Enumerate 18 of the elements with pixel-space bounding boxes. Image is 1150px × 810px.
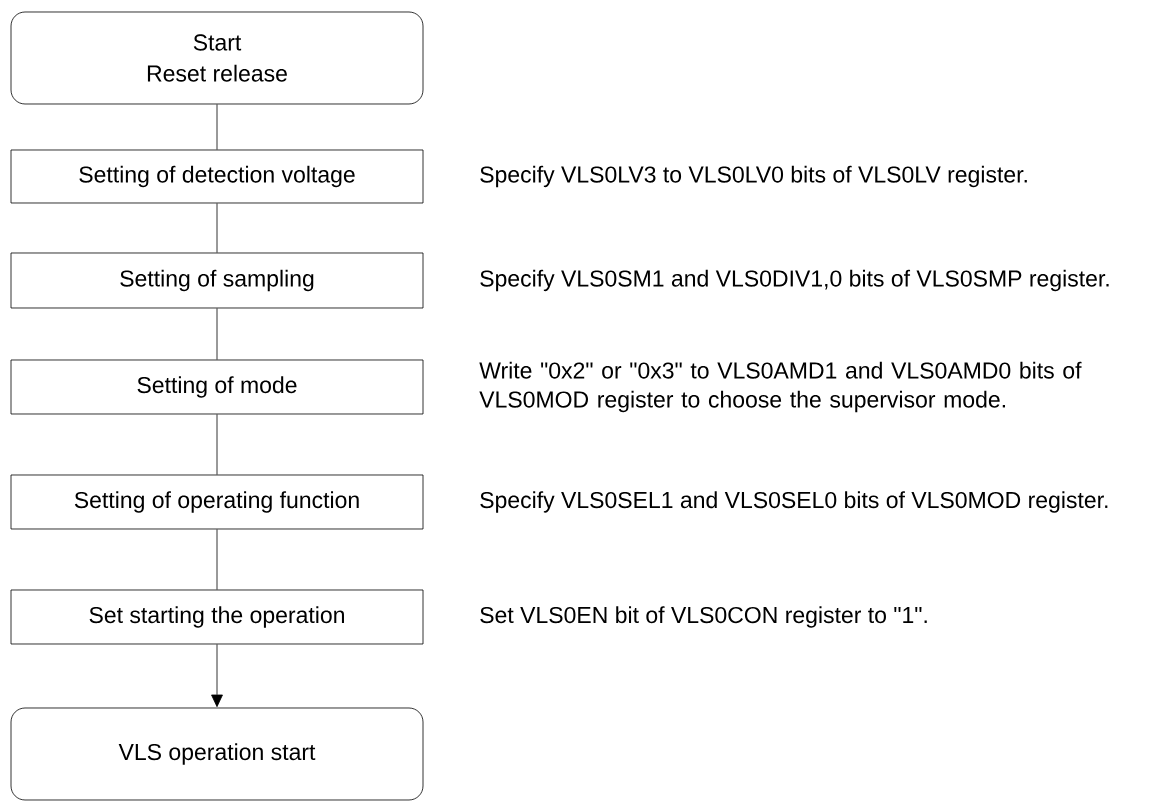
description-text: Specify VLS0SM1 and VLS0DIV1,0 bits of VLS0SMP register. bbox=[480, 269, 1109, 292]
process-box: Setting of operating function bbox=[10, 474, 424, 530]
arrow bbox=[211, 644, 223, 708]
process-box: Setting of detection voltage bbox=[10, 149, 424, 204]
process-box: Setting of sampling bbox=[10, 252, 424, 309]
terminal-box: Start Reset release bbox=[10, 11, 424, 105]
description-text: Set VLS0EN bit of VLS0CON register to "1". bbox=[480, 606, 927, 628]
connector-line bbox=[216, 203, 218, 253]
connector-line bbox=[216, 308, 218, 360]
connector-line bbox=[216, 414, 218, 475]
connector-line bbox=[216, 104, 218, 150]
process-box: Setting of mode bbox=[10, 359, 424, 415]
connector-line bbox=[216, 529, 218, 590]
description-text: Write "0x2" or "0x3" to VLS0AMD1 and VLS0AMD0 bits of VLS0MOD register to choose the supervisor mode. bbox=[479, 361, 1082, 413]
description-text: Specify VLS0SEL1 and VLS0SEL0 bits of VLS0MOD register. bbox=[480, 491, 1108, 513]
terminal-box: VLS operation start bbox=[10, 707, 424, 801]
description-text: Specify VLS0LV3 to VLS0LV0 bits of VLS0LV register. bbox=[480, 165, 1027, 188]
process-box: Set starting the operation bbox=[10, 589, 424, 645]
